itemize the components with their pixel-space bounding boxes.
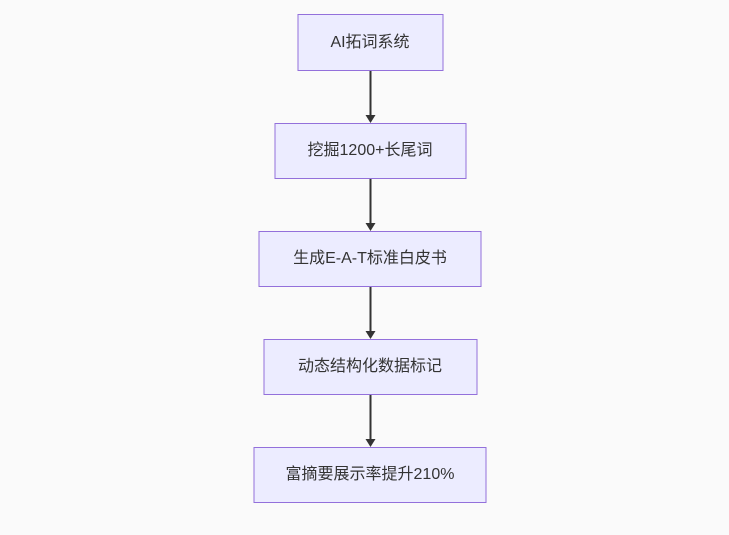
arrowhead-down-icon: [365, 223, 375, 231]
flow-node-structured-data-markup: 动态结构化数据标记: [263, 339, 477, 395]
arrow-line: [369, 287, 371, 331]
flow-node-ai-keyword-system: AI拓词系统: [297, 14, 443, 71]
arrow-line: [369, 395, 371, 439]
arrow-line: [369, 179, 371, 223]
arrow-line: [369, 71, 371, 115]
flowchart: AI拓词系统 挖掘1200+长尾词 生成E-A-T标准白皮书 动态结构化数据标记…: [253, 14, 487, 503]
flow-node-rich-snippet-result: 富摘要展示率提升210%: [253, 447, 487, 503]
arrowhead-down-icon: [365, 439, 375, 447]
flow-arrow-2: [365, 179, 375, 231]
flow-node-eat-whitepaper: 生成E-A-T标准白皮书: [258, 231, 482, 287]
flow-arrow-1: [365, 71, 375, 123]
flow-arrow-4: [365, 395, 375, 447]
arrowhead-down-icon: [365, 331, 375, 339]
flow-arrow-3: [365, 287, 375, 339]
flow-node-longtail-mining: 挖掘1200+长尾词: [274, 123, 466, 179]
arrowhead-down-icon: [365, 115, 375, 123]
